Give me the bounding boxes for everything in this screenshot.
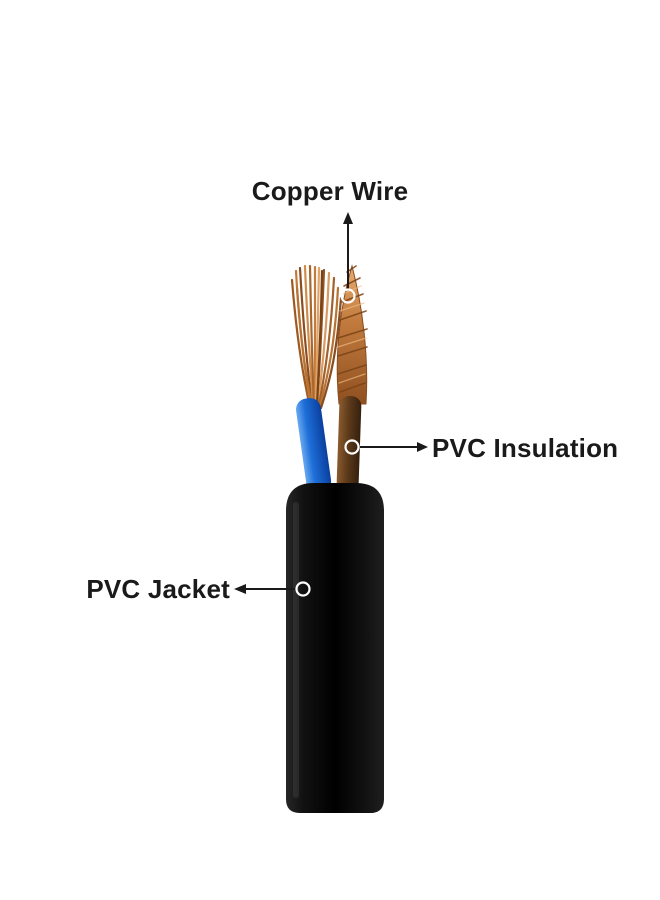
brown-insulated-wire (336, 395, 362, 493)
arrow-right-icon (417, 442, 428, 452)
jacket-marker-ring (295, 581, 311, 597)
arrow-up-icon (343, 212, 353, 224)
copper-twist-shading (337, 265, 368, 393)
copper-strand (315, 269, 324, 407)
copper-strands-left (290, 264, 343, 410)
copper-strand (318, 286, 340, 408)
copper-strand (295, 286, 314, 408)
arrow-left-icon (234, 584, 246, 594)
copper-strand (298, 266, 314, 407)
pvc-jacket-label: PVC Jacket (86, 574, 230, 604)
insulation-marker-ring (344, 439, 360, 455)
copper-strand (316, 271, 331, 406)
copper-strand (314, 266, 321, 405)
copper-twist-highlight (337, 285, 367, 384)
blue-insulated-wire (295, 398, 332, 493)
pvc-jacket-body (286, 483, 384, 813)
copper-strand (290, 278, 312, 409)
pvc-insulation-annotation (344, 439, 428, 455)
copper-wire-label: Copper Wire (251, 176, 409, 206)
copper-strand (319, 296, 343, 410)
copper-wire-annotation (340, 212, 356, 304)
copper-strand (303, 264, 315, 406)
copper-strand (308, 264, 316, 406)
copper-marker-ring (340, 288, 356, 304)
pvc-insulation-label: PVC Insulation (432, 433, 619, 463)
copper-strands-right (336, 264, 368, 405)
copper-strand (317, 276, 336, 407)
pvc-jacket-annotation (234, 581, 311, 597)
